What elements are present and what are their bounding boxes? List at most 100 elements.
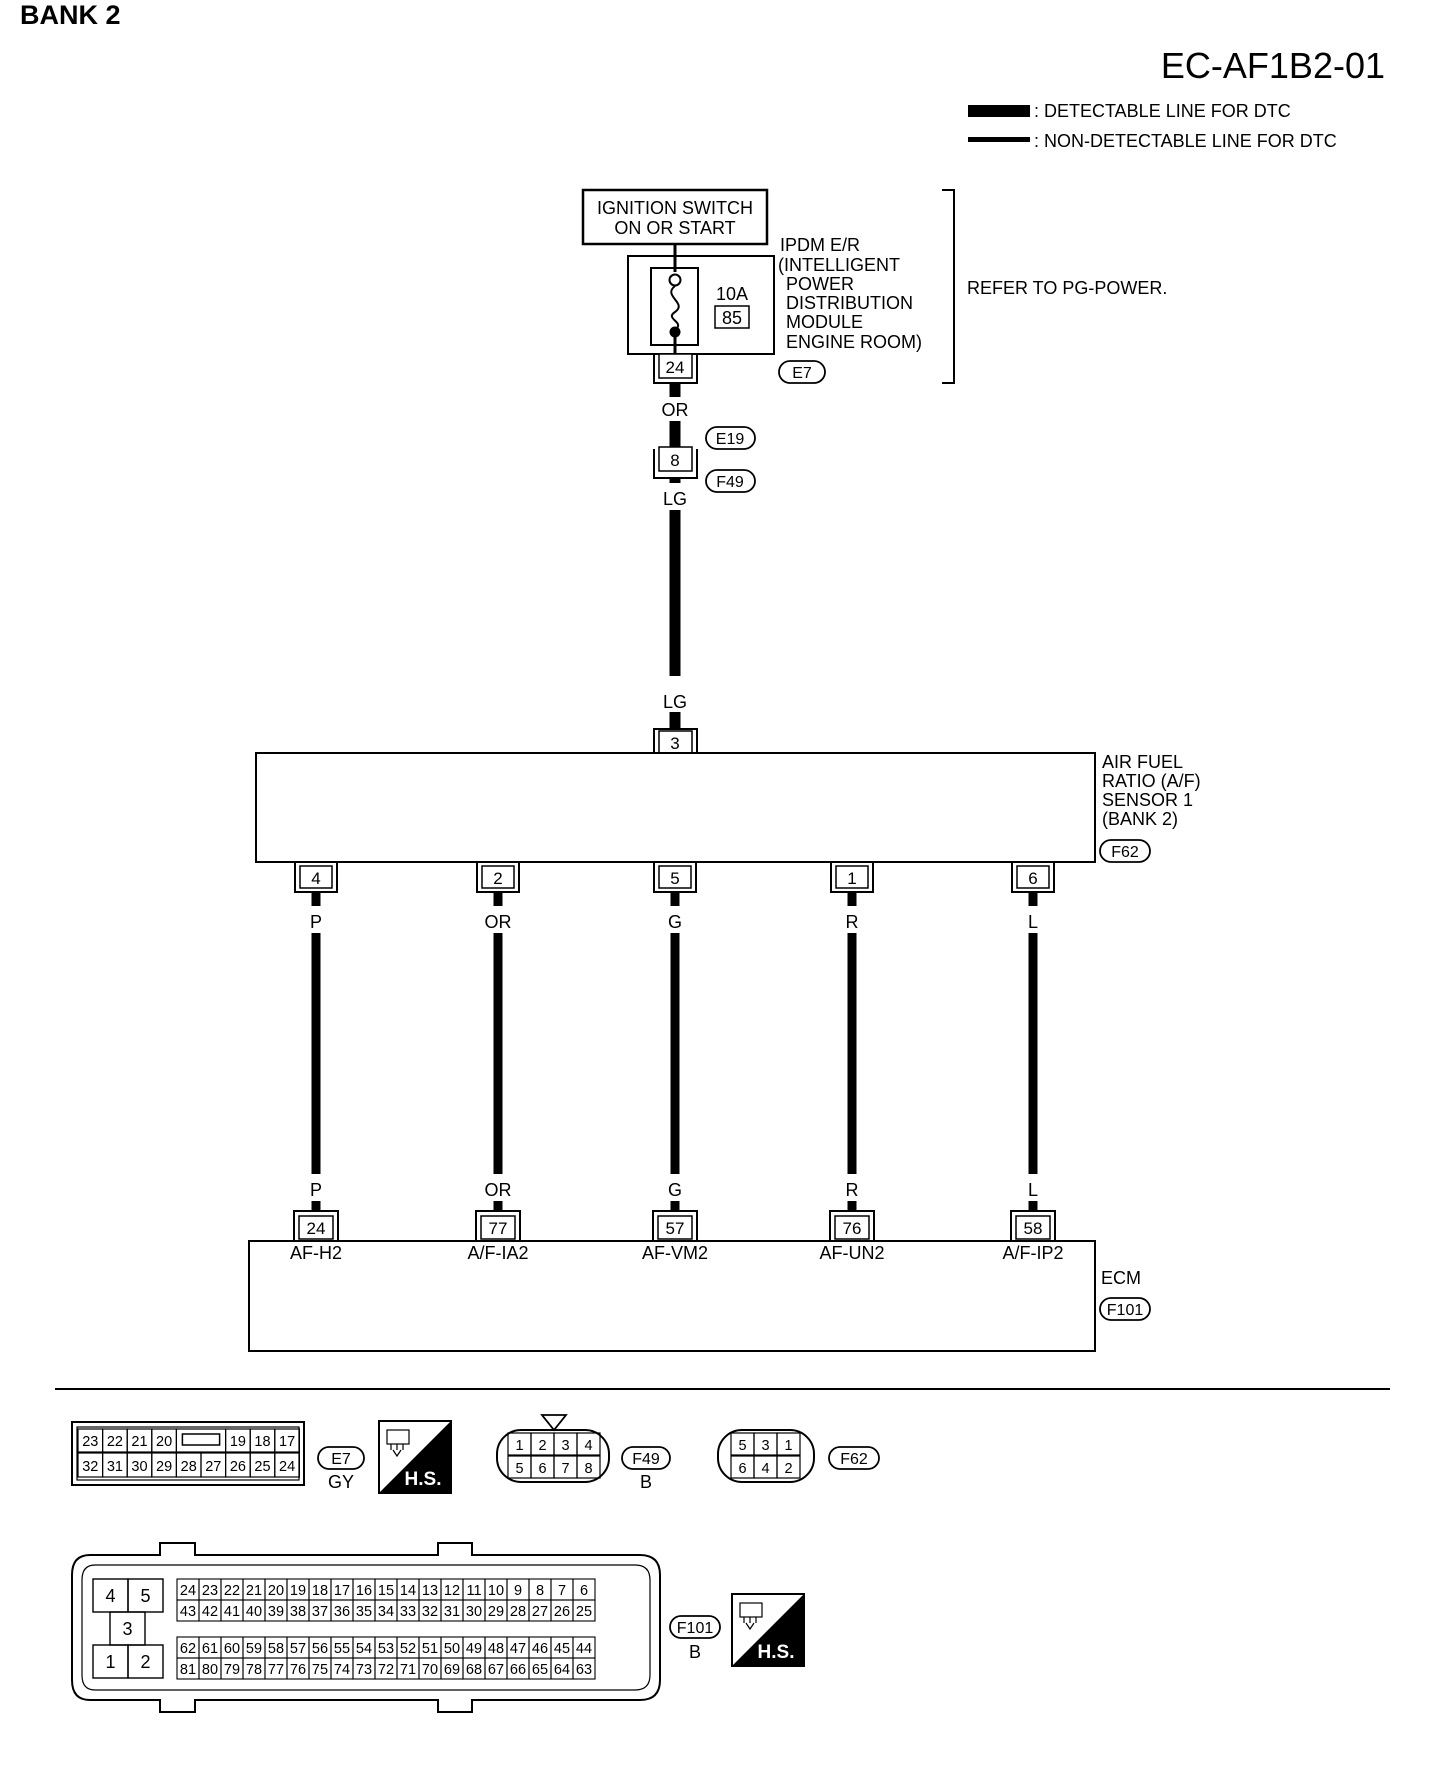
- ignition-line-1: IGNITION SWITCH: [597, 198, 753, 218]
- f101-pin-label: 48: [488, 1641, 504, 1657]
- sensor-pin-number: 5: [670, 869, 679, 888]
- f62-pin-label: 5: [738, 1438, 746, 1454]
- f101-pin-label: 22: [224, 1583, 240, 1599]
- e7-pin-label: 30: [131, 1459, 147, 1475]
- legend-detectable-swatch: [968, 105, 1030, 117]
- f101-pin-label: 78: [246, 1662, 262, 1678]
- sensor-pin-number: 1: [847, 869, 856, 888]
- wire-color-bottom: OR: [485, 1180, 512, 1200]
- e7-pin-label: 31: [107, 1459, 123, 1475]
- ecm-terminal-label: AF-VM2: [642, 1243, 708, 1263]
- f101-power-pin-label: 1: [105, 1652, 115, 1672]
- f101-pin-label: 6: [580, 1583, 588, 1599]
- ecm-terminal-label: A/F-IP2: [1002, 1243, 1063, 1263]
- ecm-pin-bracket: [652, 1210, 698, 1241]
- e7-pin-label: 19: [230, 1434, 246, 1450]
- sensor-pin-box: [1016, 865, 1050, 889]
- f49-pin-label: 7: [561, 1461, 569, 1477]
- ipdm-label-line-1: IPDM E/R: [780, 235, 860, 255]
- e7-pin-label: 28: [181, 1459, 197, 1475]
- ipdm-module: 10A 85: [627, 255, 775, 355]
- f101-power-pin-label: 4: [105, 1586, 115, 1606]
- connector-tag-f62-bottom: [828, 1446, 880, 1470]
- ecm-pin-box: [298, 1215, 334, 1240]
- f62-pin-label: 2: [784, 1461, 792, 1477]
- ecm-pin-bracket: [293, 1210, 339, 1241]
- wire-color-bottom: P: [310, 1180, 322, 1200]
- ipdm-terminal-24: 24: [653, 353, 698, 384]
- f101-pin-label: 18: [312, 1583, 328, 1599]
- f62-cavity: [776, 1455, 801, 1479]
- e7-pin-label: 25: [254, 1459, 270, 1475]
- f49-pin-label: 6: [538, 1461, 546, 1477]
- connector-f101-id: F101: [677, 1620, 714, 1637]
- f101-pin-label: 26: [554, 1604, 570, 1620]
- ipdm-label-line-5: MODULE: [786, 312, 863, 332]
- f101-pin-label: 30: [466, 1604, 482, 1620]
- wire-color-top: OR: [485, 912, 512, 932]
- f101-pin-label: 61: [202, 1641, 218, 1657]
- f101-pin-label: 60: [224, 1641, 240, 1657]
- ecm-terminal-label: AF-H2: [290, 1243, 342, 1263]
- f101-pin-label: 32: [422, 1604, 438, 1620]
- fuse-rating: 10A: [716, 284, 748, 304]
- e7-pin-label: 24: [279, 1459, 295, 1475]
- f101-cavity: [572, 1657, 596, 1680]
- f101-pin-label: 80: [202, 1662, 218, 1678]
- e7-cavity-empty: [175, 1428, 227, 1453]
- f101-pin-label: 49: [466, 1641, 482, 1657]
- f101-pin-label: 28: [510, 1604, 526, 1620]
- f101-pin-label: 53: [378, 1641, 394, 1657]
- wire-color-top: P: [310, 912, 322, 932]
- refer-text: REFER TO PG-POWER.: [967, 278, 1167, 298]
- f49-pin-label: 3: [561, 1438, 569, 1454]
- harness-side-icon-f101: H.S.: [731, 1593, 805, 1667]
- f101-pin-label: 54: [356, 1641, 372, 1657]
- f101-pin-label: 7: [558, 1583, 566, 1599]
- ecm-pin-bracket: [829, 1210, 875, 1241]
- f49-pin-label: 2: [538, 1438, 546, 1454]
- f101-pin-label: 39: [268, 1604, 284, 1620]
- f101-pin-label: 21: [246, 1583, 262, 1599]
- f101-pin-label: 41: [224, 1604, 240, 1620]
- legend: : DETECTABLE LINE FOR DTC : NON-DETECTAB…: [968, 101, 1337, 151]
- f101-pin-label: 42: [202, 1604, 218, 1620]
- f49-pin-label: 1: [515, 1438, 523, 1454]
- f101-pin-label: 19: [290, 1583, 306, 1599]
- f101-pin-label: 24: [180, 1583, 196, 1599]
- ipdm-terminal-number: 24: [666, 358, 685, 377]
- ecm-pin-number: 76: [843, 1219, 862, 1238]
- harness-side-label-f101: H.S.: [758, 1642, 795, 1663]
- harness-side-label: H.S.: [405, 1469, 442, 1490]
- f101-pin-label: 71: [400, 1662, 416, 1678]
- ecm-terminal-label: AF-UN2: [819, 1243, 884, 1263]
- f101-pin-label: 58: [268, 1641, 284, 1657]
- harness-side-icon: H.S.: [378, 1420, 452, 1494]
- connector-f49-color: B: [640, 1472, 652, 1492]
- ecm-pin-bracket: [475, 1210, 521, 1241]
- connector-tag-e7-label: E7: [792, 365, 812, 382]
- f101-pin-label: 66: [510, 1662, 526, 1678]
- f62-pin-label: 4: [761, 1461, 769, 1477]
- ipdm-label-line-2: (INTELLIGENT: [778, 255, 900, 275]
- e7-pin-label: 20: [156, 1434, 172, 1450]
- f62-pin-label: 6: [738, 1461, 746, 1477]
- e7-pin-label: 21: [131, 1434, 147, 1450]
- f101-pin-label: 46: [532, 1641, 548, 1657]
- f101-pin-label: 74: [334, 1662, 350, 1678]
- fuse-number-box: [714, 305, 750, 329]
- wire-color-bottom: L: [1028, 1180, 1038, 1200]
- af-sensor-label: AIR FUEL RATIO (A/F) SENSOR 1 (BANK 2): [1102, 752, 1201, 829]
- connector-tag-f62-label: F62: [1111, 844, 1139, 861]
- e7-cavity: [274, 1428, 300, 1453]
- f101-pin-label: 73: [356, 1662, 372, 1678]
- f101-cavity: [572, 1599, 596, 1622]
- connector-tag-f101-bottom: [669, 1615, 721, 1639]
- f101-pin-label: 72: [378, 1662, 394, 1678]
- f101-pin-label: 33: [400, 1604, 416, 1620]
- sensor-pin-number: 2: [493, 869, 502, 888]
